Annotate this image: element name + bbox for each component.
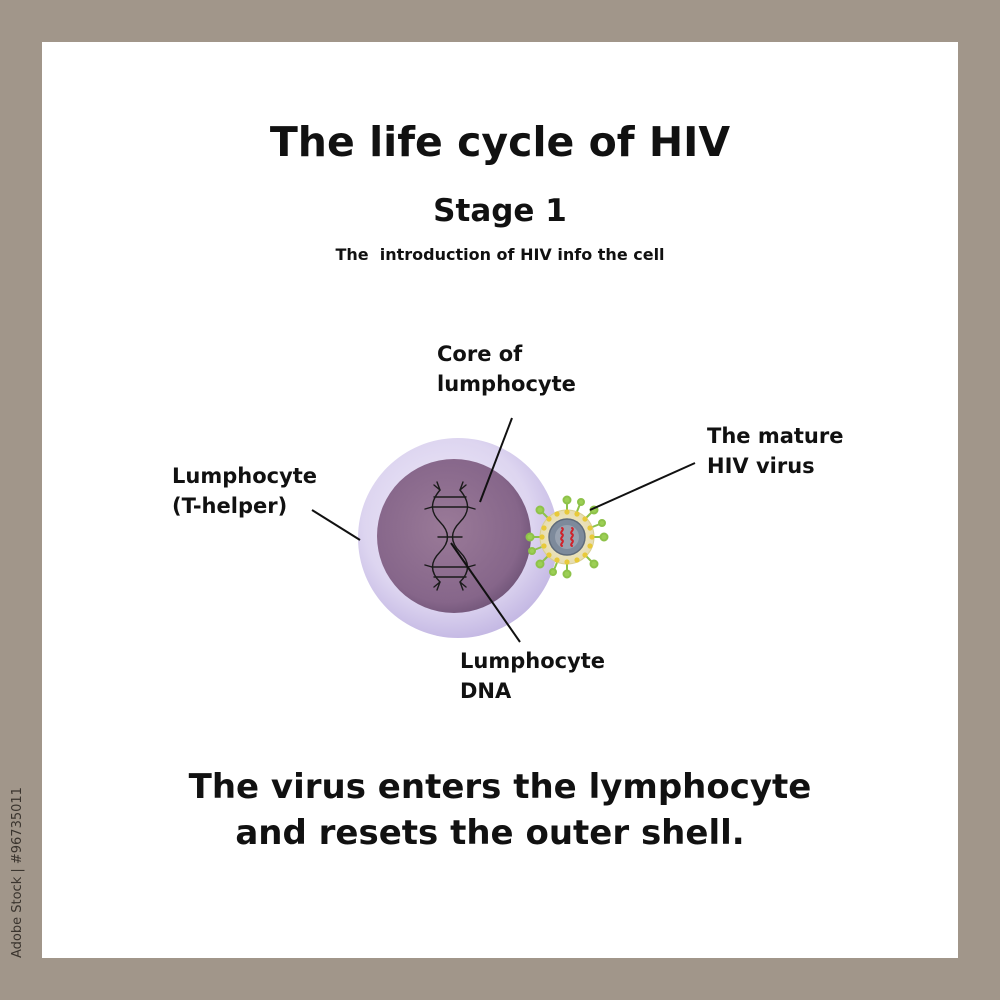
label-dna-line1: Lumphocyte: [460, 649, 606, 673]
label-lymphocyte: Lumphocyte (T-helper): [172, 461, 317, 521]
stock-credit-text: Adobe Stock | #96735011: [10, 787, 25, 958]
label-mature-hiv-virus: The mature HIV virus: [707, 421, 843, 481]
hiv-virus: [525, 495, 609, 579]
caption-line1: The virus enters the lymphocyte: [188, 767, 812, 807]
leader-virus: [589, 462, 696, 511]
label-lymphocyte-line1: Lumphocyte: [172, 464, 318, 488]
label-virus-line1: The mature: [707, 424, 844, 448]
label-core-line1: Core of: [437, 342, 523, 366]
stage-heading: Stage 1: [433, 193, 567, 229]
label-core-line2: lumphocyte: [437, 372, 576, 396]
lymphocyte-core: [377, 459, 531, 613]
leader-dna: [450, 542, 521, 643]
label-virus-line2: HIV virus: [707, 454, 815, 478]
diagram-caption: The virus enters the lymphocyte and rese…: [0, 764, 1000, 856]
leader-core: [479, 417, 513, 503]
caption-line2: and resets the outer shell.: [235, 813, 745, 853]
virus-capsid-inner: [555, 525, 579, 549]
stock-credit: Adobe Stock | #96735011: [2, 778, 32, 958]
label-lymphocyte-dna: Lumphocyte DNA: [460, 646, 605, 706]
virus-rna: [560, 527, 574, 547]
virus-envelope-beads: [539, 509, 595, 565]
stage-subtitle: The introduction of HIV info the cell: [335, 245, 665, 264]
label-core-of-lymphocyte: Core of lumphocyte: [437, 339, 576, 399]
leader-lymphocyte: [311, 509, 361, 541]
lymphocyte-dna: [424, 481, 476, 591]
page-title: The life cycle of HIV: [269, 118, 731, 166]
label-dna-line2: DNA: [460, 679, 512, 703]
virus-spikes: [525, 495, 609, 579]
label-lymphocyte-line2: (T-helper): [172, 494, 288, 518]
